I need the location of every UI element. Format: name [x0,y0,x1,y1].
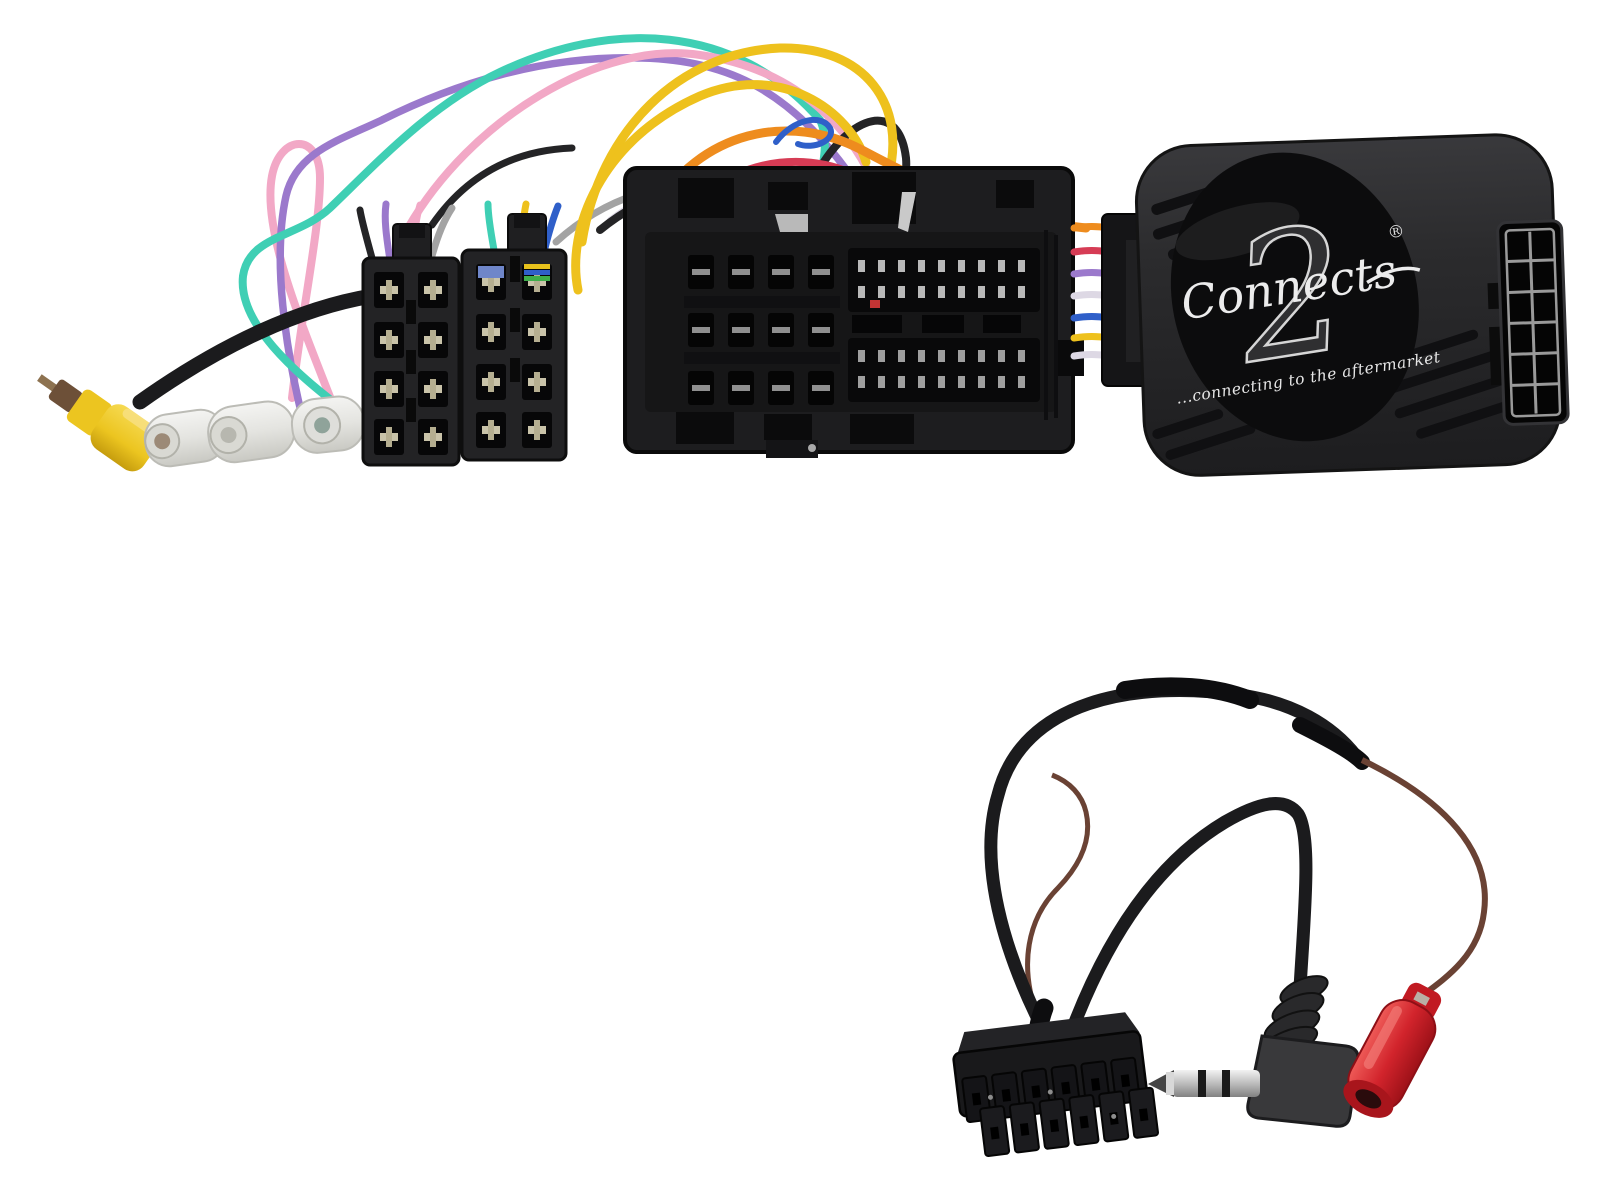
heat-shrink-top [1116,677,1259,709]
box-gloss-highlight [1175,202,1300,261]
wire-pink-loop [266,140,336,406]
iso2-body [460,248,568,462]
rca-tip-barrel [48,379,83,413]
iso-connector-right [460,213,568,462]
quadlock-pin-strip-top [848,248,1040,312]
patch-cable-left [984,684,1363,1042]
molex-12pin-plug [952,1012,1159,1157]
wire-black-stub [428,144,576,229]
logo-swash [1366,266,1421,284]
wire-grey-stub-iso1 [428,204,456,260]
wire-pink-arc [404,49,884,232]
patch-brown-twist [1025,772,1091,1019]
jack-barrel [1172,1070,1260,1097]
quadlock-pin-strip-bottom [848,338,1040,402]
aux-jack-35mm [1148,975,1360,1128]
wire-teal-stub-iso2 [484,200,498,254]
rca-connector [37,374,161,472]
heat-shrink-junction [1292,717,1370,770]
jack-ring-1 [1198,1070,1206,1097]
red-bullet-crimp-metal [1413,991,1430,1006]
wire-purple-stub-iso1 [381,200,394,264]
jack-housing [1246,1034,1360,1128]
wire-black-stub-iso1 [356,206,376,262]
iso2-wire-end-yellow [524,264,550,269]
rca-boot-highlight [122,408,153,433]
bullet-terminals [143,395,366,468]
red-bullet-highlight [1363,1006,1402,1069]
jack-ring-2 [1222,1070,1230,1097]
wire-teal-left [238,34,829,420]
bullet-terminal-1 [143,408,227,468]
patch-cable-right [1065,797,1313,1037]
logo-registered-mark: ® [1386,221,1406,243]
iso2-wire-end-green [524,276,550,281]
wire-purple-left [276,54,856,420]
patch-lead-assembly [952,677,1488,1157]
quadlock-red-pin [870,300,880,308]
iso-connector-left [361,223,461,467]
wire-blue-squiggle [773,117,834,149]
antenna-brown-wire [1360,757,1488,1011]
quadlock-connector [623,166,1084,458]
iso2-latch-notch [514,214,540,228]
quadlock-metal-glint [775,214,808,232]
interface-box: 2 Connects ® ...connecting to the afterm… [1134,133,1570,477]
bullet-terminal-2 [207,400,296,464]
iso1-latch-notch [399,224,425,238]
molex-pin-holes [971,1074,1149,1140]
molex-top-face [957,1012,1140,1056]
box-12pin-socket [1487,219,1570,426]
box-ribs-bottom-left [1152,409,1256,460]
red-bullet-opening [1355,1089,1382,1109]
wire-yellow-inner [571,80,871,295]
iso2-wire-end-blue [478,266,504,278]
box-gloss-oval [1170,152,1419,442]
iso2-wire-end-blue2 [524,270,550,275]
jack-tip-band [1166,1072,1174,1095]
red-bullet-terminal [1343,982,1442,1118]
bullet-terminal-3 [290,395,366,454]
